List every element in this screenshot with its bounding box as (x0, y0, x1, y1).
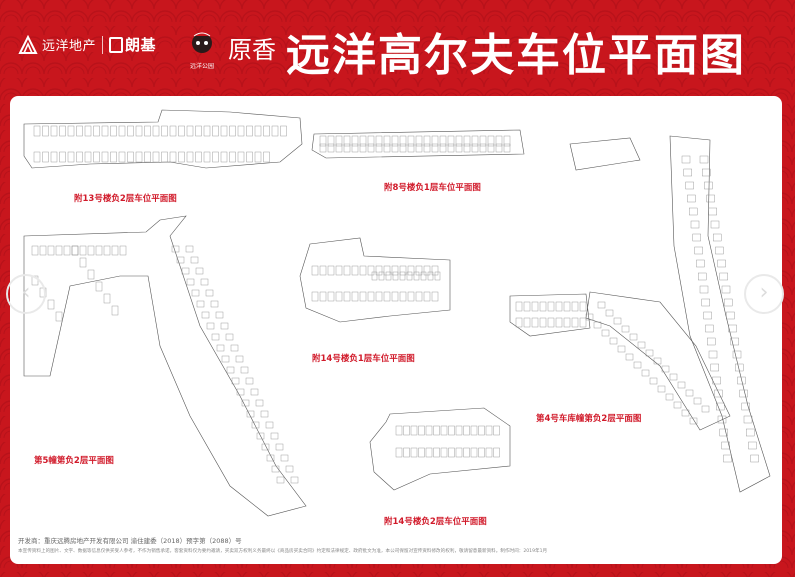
yuanxiang-brand: 原香 (228, 36, 276, 64)
plan-4-curve (509, 135, 771, 493)
divider (102, 35, 104, 54)
yuanyang-logo-icon (18, 34, 38, 54)
plan-4-top (569, 137, 641, 171)
plan-label-14-b2: 附14号楼负2层车位平面图 (384, 517, 487, 527)
floor-plan-panel: 附13号楼负2层车位平面图 附8号楼负1层车位平面图 附14号楼负1层车位平面图… (6, 96, 784, 564)
plan-14-b1 (299, 237, 451, 323)
plan-label-4-b2: 第4号车库幢第负2层平面图 (536, 414, 642, 424)
plan-13-outline (23, 109, 303, 169)
plan-14-b2 (369, 407, 511, 491)
developer-info: 开发商：重庆远腾房地产开发有限公司 渝住建委（2018）预字第（2088）号 (18, 537, 242, 545)
disclaimer: 本宣传资料上的图片、文字、数据等信息仅供买受人参考，不作为销售承诺，客套资料仅为… (18, 549, 548, 554)
park-brand: 远洋公园 (189, 63, 214, 70)
plan-8-outline (311, 129, 525, 159)
langji-logo: 朗基 (109, 34, 156, 55)
page-title: 远洋高尔夫车位平面图 (286, 30, 746, 81)
yuanyang-logo: 远洋地产 朗基 (18, 34, 156, 55)
langji-brand: 朗基 (125, 36, 157, 54)
yuanyang-brand: 远洋地产 (42, 39, 97, 54)
plan-label-5-b2: 第5幢第负2层平面图 (34, 456, 114, 466)
plan-label-13-b2: 附13号楼负2层车位平面图 (74, 194, 177, 204)
plan-label-14-b1: 附14号楼负1层车位平面图 (312, 354, 415, 364)
yuanyang-park-logo (192, 32, 212, 53)
floor-plans-drawing (23, 109, 771, 517)
langji-logo-icon (109, 36, 124, 53)
plan-label-8-b1: 附8号楼负1层车位平面图 (384, 183, 481, 193)
prev-arrow[interactable]: ‹ (6, 274, 46, 314)
plan-5-outline (23, 215, 307, 517)
header: 远洋地产 朗基 远洋公园 原香 远洋高尔夫车位平面图 (0, 0, 795, 88)
next-arrow[interactable]: › (744, 274, 784, 314)
